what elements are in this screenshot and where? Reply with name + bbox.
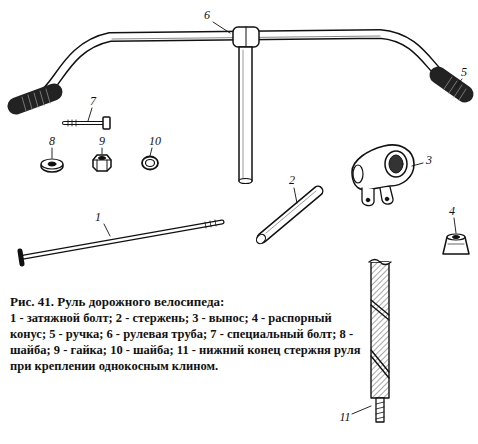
callout-number: 3 <box>426 154 432 166</box>
callout-number: 8 <box>49 135 55 147</box>
figure-caption-block: Рис. 41. Руль дорожного велосипеда:1 - з… <box>10 293 362 374</box>
callout-number: 10 <box>149 135 161 147</box>
callout-number: 6 <box>204 9 210 21</box>
callout-number: 1 <box>95 211 101 223</box>
callout-number: 2 <box>289 174 295 186</box>
callout-number: 7 <box>90 95 96 107</box>
figure-caption: 1 - затяжной болт; 2 - стержень; 3 - вын… <box>10 310 362 374</box>
figure-title: Рис. 41. Руль дорожного велосипеда: <box>10 293 362 310</box>
callout-number: 4 <box>449 205 455 217</box>
callout-number: 11 <box>339 411 350 423</box>
callout-number: 5 <box>461 66 467 78</box>
callout-number: 9 <box>99 135 105 147</box>
